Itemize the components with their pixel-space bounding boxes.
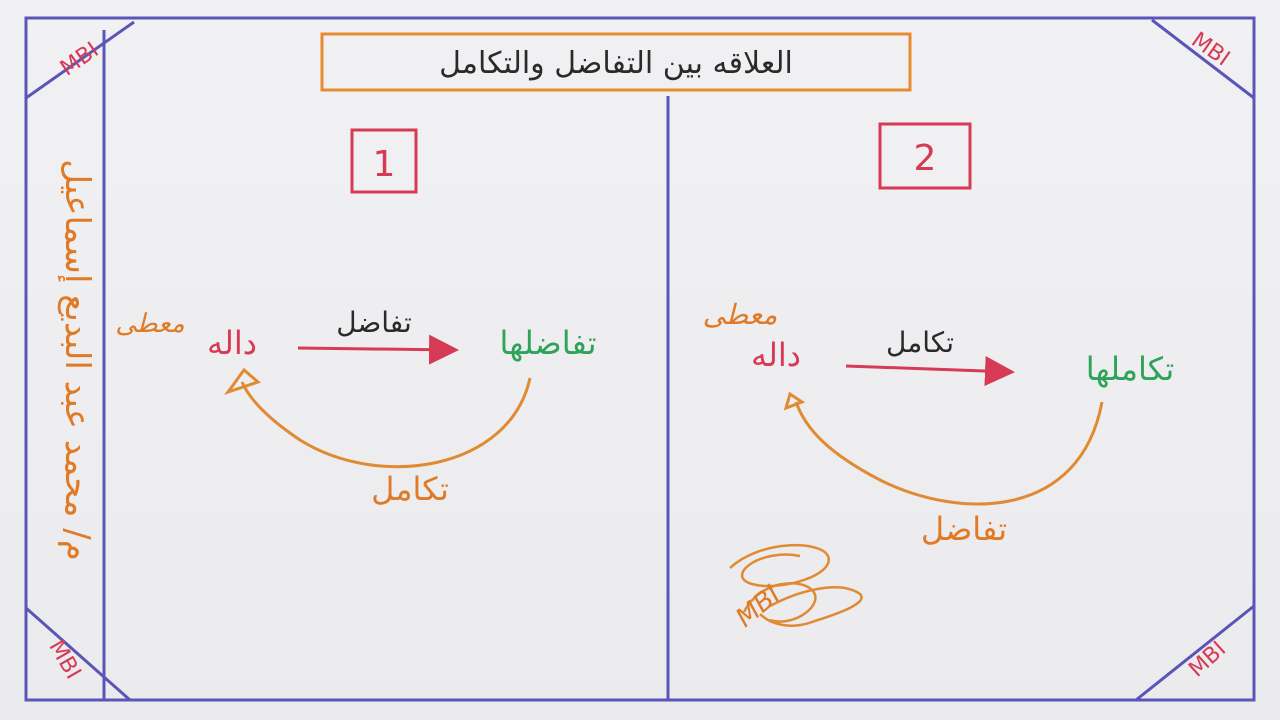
panel-1-return-arrowhead xyxy=(224,367,261,395)
panel-2-number: 2 xyxy=(914,138,937,179)
panel-2-return-curve xyxy=(794,401,1104,506)
panel-1-top-arrow xyxy=(297,334,459,365)
page-title: العلاقه بين التفاضل والتكامل xyxy=(439,46,793,81)
panel-1-number-box xyxy=(350,128,418,194)
panel-2-given-label: معطى xyxy=(703,298,778,331)
panel-1-result-label: تفاضلها xyxy=(499,324,596,362)
panel-2-return-arrowhead xyxy=(783,391,806,411)
signature-scribble: MBI xyxy=(729,543,863,634)
corner-tl-diagonal xyxy=(25,20,135,100)
panel-1-number: 1 xyxy=(373,144,396,185)
panel-1-return-curve xyxy=(240,377,532,469)
panel-1-top-arrow-label: تفاضل xyxy=(336,306,411,339)
panel-2-number-box xyxy=(878,122,972,190)
corner-tr-diagonal xyxy=(1151,18,1255,100)
panel-2-result-label: تكاملها xyxy=(1086,350,1175,388)
panel-1: 1 معطى داله تفاضل تفاضلها تكامل xyxy=(115,128,597,508)
author-credit: م/ محمد عبد البديع إسماعيل xyxy=(57,159,97,561)
panel-2: 2 معطى داله تكامل تكاملها تفاضل MBI xyxy=(703,122,1175,634)
corner-mark-br: MBI xyxy=(1184,637,1231,683)
panel-1-given-label: معطى xyxy=(115,309,185,339)
signature-text: MBI xyxy=(730,580,786,634)
title-box xyxy=(320,32,912,92)
panel-2-bottom-arrow-label: تفاضل xyxy=(921,510,1007,548)
panel-1-function-label: داله xyxy=(207,324,257,362)
corner-br-diagonal xyxy=(1135,604,1255,702)
panel-2-top-arrow-label: تكامل xyxy=(886,326,954,359)
corner-bl-diagonal xyxy=(25,606,131,702)
outer-frame xyxy=(24,16,1256,702)
corner-mark-tl: MBI xyxy=(56,38,104,82)
corner-mark-bl: MBI xyxy=(43,636,85,684)
panel-2-top-arrow xyxy=(845,356,1015,387)
panel-1-bottom-arrow-label: تكامل xyxy=(371,470,449,508)
panel-2-function-label: داله xyxy=(751,336,801,374)
